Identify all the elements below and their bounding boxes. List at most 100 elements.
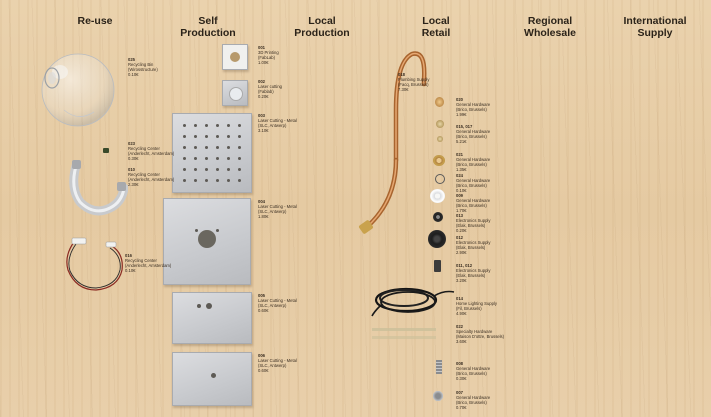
label-number: 025 [128, 57, 135, 62]
label-location: (SLC, Antwerp) [258, 123, 287, 128]
bracket-hole [206, 303, 212, 309]
label-source: Electronics Supply [456, 268, 491, 273]
label-price: 2.30€ [128, 182, 139, 187]
label-location: (Brico, Brussels) [456, 400, 487, 405]
box-rivet [216, 229, 219, 232]
perforation-hole [183, 135, 186, 138]
label-price: 1.99€ [456, 112, 467, 117]
label-price: 0.70€ [456, 405, 467, 410]
label-source: Laser cutting [258, 84, 282, 89]
wire-ring [435, 174, 445, 184]
perforation-hole [183, 146, 186, 149]
label-location: (Brico, Brussels) [456, 162, 487, 167]
label-source: Laser Cutting - Metal [258, 118, 297, 123]
perforation-hole [216, 124, 219, 127]
label-location: (Elak, Brussels) [456, 273, 486, 278]
glass-globe-icon [41, 53, 115, 127]
label-source: Electronics Supply [456, 240, 491, 245]
brass-fitting-1 [435, 97, 444, 107]
label-price: 3.20€ [456, 278, 467, 283]
label-023: 023 Recycling Center (Anderlecht, Amster… [128, 141, 174, 161]
label-source: Laser Cutting - Metal [258, 358, 297, 363]
label-location: (Maison D'ottre, Brussels) [456, 334, 505, 339]
label-source: General Hardware [456, 157, 491, 162]
perforation-hole [194, 124, 197, 127]
label-003: 003 Laser Cutting - Metal (SLC, Antwerp)… [258, 113, 297, 133]
label-002: 002 Laser cutting (Fablab) 0.20€ [258, 79, 282, 99]
label-location: (Brico, Brussels) [456, 107, 487, 112]
perforation-hole [183, 179, 186, 182]
perforation-hole [227, 124, 230, 127]
label-source: General Hardware [456, 129, 491, 134]
box-rivet [195, 229, 198, 232]
label-number: 018 [398, 72, 405, 77]
metal-bracket-lower [172, 352, 252, 406]
label-number: 001 [258, 45, 265, 50]
label-location: (Elak, Brussels) [456, 223, 486, 228]
label-004: 004 Laser Cutting - Metal (SLC, Antwerp)… [258, 199, 297, 219]
column-header-line1: Local [422, 15, 450, 27]
column-header-line2: Production [180, 27, 236, 39]
label-price: 3.10€ [258, 128, 269, 133]
switch-part [434, 260, 441, 272]
perforation-hole [238, 168, 241, 171]
perforation-hole [227, 135, 230, 138]
box-center-hole [198, 230, 216, 248]
aluminium-handle-icon [69, 160, 128, 216]
perforation-hole [194, 168, 197, 171]
label-location: (SLC, Antwerp) [258, 209, 287, 214]
label-source: Recycling Center [128, 172, 160, 177]
perforation-hole [227, 168, 230, 171]
column-header-reuse: Re-use [50, 15, 140, 27]
label-020: 020 General Hardware (Brico, Brussels) 1… [456, 97, 490, 117]
label-number: 022 [456, 324, 463, 329]
label-number: 020 [456, 97, 463, 102]
label-price: 0.60€ [258, 368, 269, 373]
label-location: (Brico, Brussels) [456, 203, 487, 208]
perforation-hole [227, 146, 230, 149]
label-014: 014 Home Lighting Supply (Fil, Brussels)… [456, 296, 497, 316]
label-source: Home Lighting Supply [456, 301, 497, 306]
column-header-line1: Local [308, 15, 336, 27]
label-number: 007 [456, 390, 463, 395]
label-source: Electronics Supply [456, 218, 491, 223]
label-source: Laser Cutting - Metal [258, 298, 297, 303]
black-grommet [433, 212, 443, 222]
label-018: 018 Plumbing Supply (Facq, Brussels) 7.3… [398, 72, 429, 92]
label-009: 009 General Hardware (Brico, Brussels) 1… [456, 193, 490, 213]
label-price: 1.35€ [456, 167, 467, 172]
plate-hole [229, 87, 243, 101]
column-header-local-production: Local Production [277, 15, 367, 39]
label-source: General Hardware [456, 366, 491, 371]
label-source: Laser Cutting - Metal [258, 204, 297, 209]
label-source: General Hardware [456, 395, 491, 400]
label-location: (SLC, Antwerp) [258, 303, 287, 308]
label-number: 023 [128, 141, 135, 146]
label-number: 011, 012 [456, 263, 473, 268]
bracket-hole [230, 52, 240, 62]
label-price: 7.30€ [398, 87, 409, 92]
perforation-hole [183, 157, 186, 160]
label-number: 002 [258, 79, 265, 84]
perforation-hole [205, 168, 208, 171]
label-location: (Brico, Brussels) [456, 134, 487, 139]
perforation-hole [238, 135, 241, 138]
label-number: 013 [456, 213, 463, 218]
copper-pipe-icon [359, 51, 427, 234]
metal-bracket-upper [172, 292, 252, 344]
label-source: General Hardware [456, 102, 491, 107]
label-number: 014 [456, 296, 463, 301]
label-024: 024 General Hardware (Brico, Brussels) 0… [456, 173, 490, 193]
column-header-line2: Retail [421, 27, 451, 39]
perforation-hole [227, 157, 230, 160]
label-price: 1.70€ [456, 208, 467, 213]
label-number: 016 [125, 253, 132, 258]
perforation-hole [238, 157, 241, 160]
label-source: Specialty Hardware [456, 329, 493, 334]
label-number: 009 [456, 193, 463, 198]
perforation-hole [227, 179, 230, 182]
label-location: (Facq, Brussels) [398, 82, 429, 87]
label-005: 005 Laser Cutting - Metal (SLC, Antwerp)… [258, 293, 297, 313]
perforation-hole [216, 135, 219, 138]
